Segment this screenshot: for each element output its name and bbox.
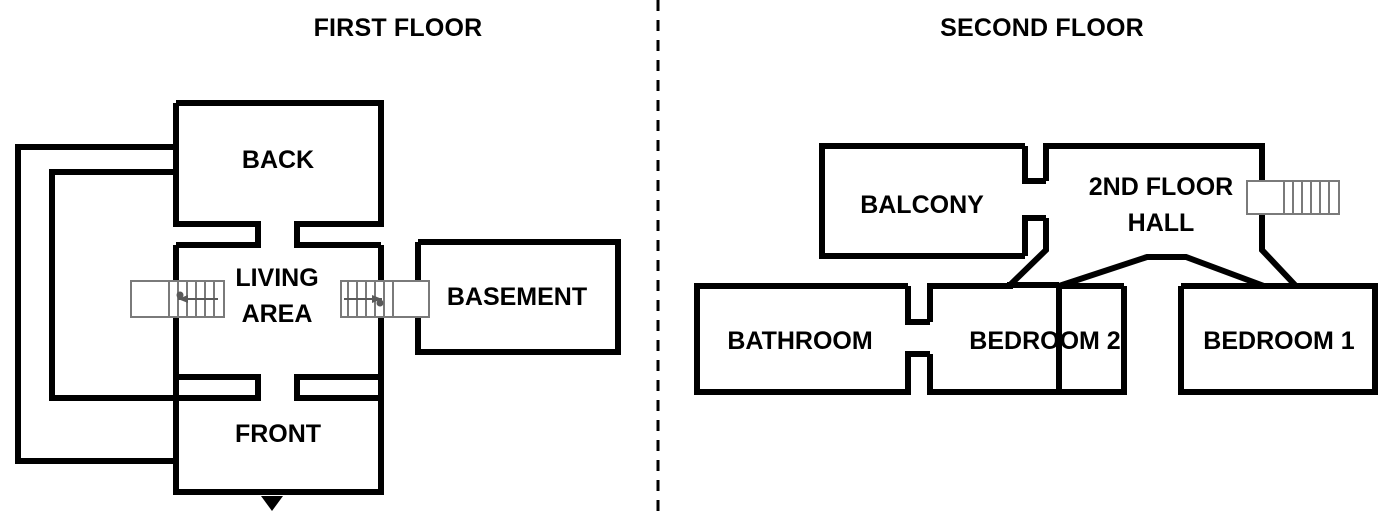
second-floor-hall-wall bbox=[1043, 143, 1265, 182]
bathroom-room-wall bbox=[694, 283, 930, 395]
bedroom-1-room-wall bbox=[1178, 283, 1378, 395]
room-label-living-area-line1: LIVING bbox=[235, 263, 319, 292]
room-label-second-floor-hall: 2ND FLOOR HALL bbox=[1089, 169, 1233, 242]
balcony-right-wall-upper bbox=[1022, 146, 1046, 184]
hall-bottom-angled-wall bbox=[1058, 254, 1266, 289]
room-label-second-floor-hall-line1: 2ND FLOOR bbox=[1088, 172, 1234, 201]
back-room-wall bbox=[173, 100, 384, 248]
room-label-bathroom: BATHROOM bbox=[727, 327, 873, 355]
bedroom-2-room-wall bbox=[927, 282, 1062, 395]
room-label-back: BACK bbox=[241, 146, 315, 174]
second-floor-hall-left-wall bbox=[1007, 218, 1049, 288]
room-label-living-area: LIVING AREA bbox=[235, 260, 318, 333]
first-floor-group bbox=[15, 100, 621, 511]
first-floor-title: FIRST FLOOR bbox=[313, 14, 483, 42]
room-label-front: FRONT bbox=[234, 420, 322, 448]
front-door-arrow-icon bbox=[261, 496, 283, 511]
bedroom-2-right-wall bbox=[1059, 286, 1127, 395]
second-floor-title: SECOND FLOOR bbox=[940, 14, 1144, 42]
room-label-basement: BASEMENT bbox=[446, 283, 588, 311]
balcony-right-wall-lower bbox=[1022, 215, 1046, 256]
first-floor-outer-wall bbox=[15, 144, 176, 464]
room-label-balcony: BALCONY bbox=[860, 191, 984, 219]
stairs-second-floor-icon bbox=[1246, 180, 1340, 215]
room-label-bedroom-1: BEDROOM 1 bbox=[1203, 327, 1355, 355]
second-floor-hall-right-wall bbox=[1259, 214, 1298, 288]
second-floor-group bbox=[694, 143, 1378, 395]
room-label-second-floor-hall-line2: HALL bbox=[1127, 209, 1195, 237]
front-room-wall bbox=[173, 374, 384, 495]
room-label-living-area-line2: AREA bbox=[241, 300, 313, 328]
stairs-right-icon bbox=[340, 280, 430, 318]
balcony-room-wall bbox=[819, 143, 1025, 259]
stairs-left-icon bbox=[130, 280, 225, 318]
first-floor-inner-wall bbox=[49, 169, 176, 401]
room-label-bedroom-2: BEDROOM 2 bbox=[969, 327, 1121, 355]
